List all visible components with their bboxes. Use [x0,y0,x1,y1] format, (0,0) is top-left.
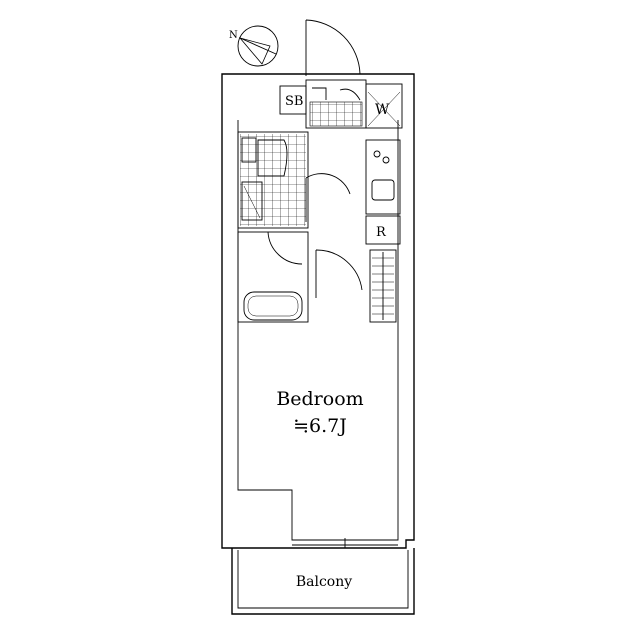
shoe-box-label: SB [285,94,303,109]
closet-rack [369,249,397,323]
entrance-area [305,79,367,129]
balcony: Balcony [231,548,415,615]
bathroom [237,231,309,323]
walk-in-closet-label: W [375,102,390,118]
entrance-door-icon [305,19,361,76]
walk-in-closet: W [365,83,403,129]
corridor-door-icon [315,249,363,298]
balcony-label: Balcony [296,574,352,590]
outer-walls [221,73,415,549]
compass-icon: N [229,25,279,67]
bedroom-label: Bedroom [276,388,363,410]
refrigerator-space: R [365,215,401,245]
bedroom: Bedroom ≒6.7J [276,388,363,437]
shoe-box: SB [279,85,307,115]
bedroom-size-label: ≒6.7J [293,415,347,437]
refrigerator-label: R [376,225,387,240]
kitchen [365,139,401,215]
compass-north-label: N [229,30,238,41]
balcony-window [292,538,398,548]
toilet-room [237,131,351,229]
